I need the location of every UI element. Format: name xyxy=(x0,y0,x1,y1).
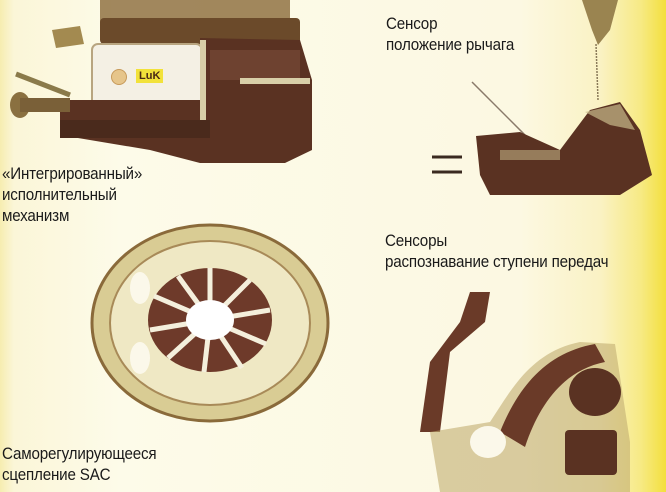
actuator-title: «Интегрированный» xyxy=(2,165,143,183)
lever-sensor-label: Сенсор положение рычага xyxy=(386,14,514,56)
lever-sensor-subtitle: положение рычага xyxy=(386,36,515,54)
clutch-label: Саморегулирующееся сцепление SAC xyxy=(2,444,157,486)
lever-sensor-title: Сенсор xyxy=(386,15,438,33)
gear-sensors-image xyxy=(400,282,666,492)
actuator-image: LuK xyxy=(0,0,330,165)
brand-emblem-icon xyxy=(111,69,127,85)
clutch-image xyxy=(80,218,340,428)
actuator-label: «Интегрированный» исполнительный механиз… xyxy=(2,164,142,227)
lever-sensor-image xyxy=(420,0,666,210)
gear-sensors-subtitle: распознавание ступени передач xyxy=(385,253,609,271)
clutch-title: Саморегулирующееся xyxy=(2,445,157,463)
luk-logo: LuK xyxy=(136,69,164,83)
actuator-subtitle-2: механизм xyxy=(2,207,70,225)
gear-sensors-title: Сенсоры xyxy=(385,232,448,250)
clutch-subtitle: сцепление SAC xyxy=(2,466,111,484)
gear-sensors-label: Сенсоры распознавание ступени передач xyxy=(385,231,609,273)
actuator-subtitle-1: исполнительный xyxy=(2,186,117,204)
